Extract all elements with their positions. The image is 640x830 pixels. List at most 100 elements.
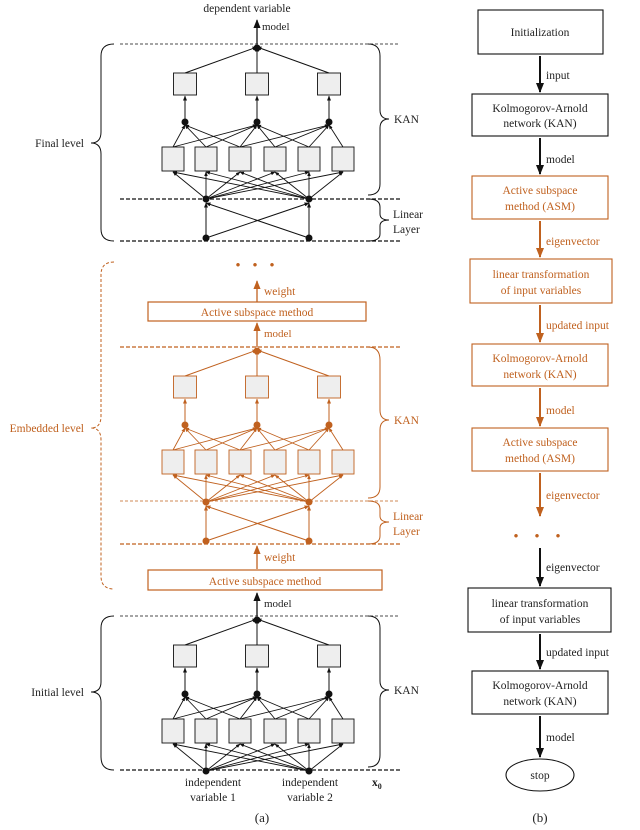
- kan-function-box: [297, 146, 321, 172]
- initial-level-brace: [90, 615, 115, 771]
- panel-b: Initialization input Kolmogorov-Arnold n…: [467, 9, 613, 825]
- kan-edge: [172, 696, 186, 720]
- kan-hidden-node: [253, 690, 261, 698]
- kan-function-box: [161, 146, 185, 172]
- panel-a: dependent variable model Final level KAN…: [10, 3, 424, 825]
- kan-edge: [172, 124, 186, 148]
- kan-edge: [184, 124, 207, 148]
- kan-edge: [205, 474, 241, 503]
- asm-box-2-line1: Active subspace: [502, 437, 577, 449]
- kan-function-box: [173, 72, 197, 96]
- kan-edge: [274, 743, 310, 772]
- kan-edge: [308, 171, 344, 200]
- kan-hidden-node: [325, 690, 333, 698]
- flow-label-model-3: model: [546, 732, 575, 744]
- kan-edge: [205, 171, 310, 200]
- kan-function-box: [161, 718, 185, 744]
- asm-box-1: [471, 175, 609, 220]
- input-1-label-line1: independent: [185, 777, 242, 789]
- embedded-kan-brace: [367, 346, 390, 499]
- bottom-weight-label: weight: [264, 552, 296, 564]
- kan-function-box: [245, 72, 269, 96]
- kan-function-box: [173, 644, 197, 668]
- embedded-linear-label-2: Layer: [393, 526, 420, 538]
- kan-edge: [205, 171, 276, 200]
- bottom-asm-label: Active subspace method: [209, 576, 322, 588]
- kan-input-node: [305, 498, 313, 506]
- embedded-kan-label: KAN: [394, 415, 420, 427]
- dependent-variable-label: dependent variable: [203, 3, 290, 15]
- initial-kan-brace: [367, 615, 390, 768]
- initial-kan-label: KAN: [394, 685, 420, 697]
- kan-box-1: [471, 93, 609, 137]
- kan-input-node: [202, 767, 210, 775]
- kan-edge: [205, 743, 241, 772]
- kan-edge: [308, 427, 330, 451]
- kan-box-3-line2: network (KAN): [503, 696, 576, 708]
- final-linear-label-1: Linear: [393, 209, 423, 221]
- kan-edge: [205, 474, 344, 503]
- kan-function-box: [331, 718, 355, 744]
- kan-input-node: [202, 195, 210, 203]
- kan-edge: [256, 46, 330, 74]
- caption-a: (a): [255, 810, 269, 825]
- kan-edge: [239, 696, 330, 720]
- kan-edge: [239, 696, 258, 720]
- kan-input-node: [202, 498, 210, 506]
- embedded-kan-network: [161, 347, 355, 545]
- kan-function-box: [331, 146, 355, 172]
- kan-edge: [172, 124, 258, 148]
- bottom-asm-box: [147, 569, 383, 591]
- final-kan-network: [161, 44, 355, 242]
- kan-edge: [184, 46, 258, 74]
- flow-ellipsis: • • •: [513, 529, 566, 545]
- kan-function-box: [297, 718, 321, 744]
- kan-edge: [308, 124, 330, 148]
- kan-edge: [328, 124, 344, 148]
- kan-edge: [184, 696, 241, 720]
- flow-label-eig-2: eigenvector: [546, 490, 600, 502]
- final-model-label: model: [262, 21, 290, 33]
- flow-label-upd-2: updated input: [546, 647, 610, 659]
- kan-box-1-line1: Kolmogorov-Arnold: [492, 103, 587, 115]
- lin-box-2: [467, 587, 612, 633]
- kan-edge: [239, 124, 330, 148]
- asm-box-2: [471, 427, 609, 472]
- input-2-label-line1: independent: [282, 777, 339, 789]
- lin-box-1-line2: of input variables: [501, 285, 582, 297]
- lin-box-1-line1: linear transformation: [493, 269, 590, 281]
- final-kan-brace: [367, 43, 390, 196]
- kan-edge: [205, 171, 241, 200]
- kan-function-box: [317, 72, 341, 96]
- kan-output-node: [253, 347, 261, 355]
- kan-edge: [184, 349, 258, 377]
- kan-hidden-node: [253, 421, 261, 429]
- kan-edge: [239, 427, 258, 451]
- kan-box-2-line1: Kolmogorov-Arnold: [492, 353, 587, 365]
- lin-box-1: [469, 258, 613, 304]
- kan-edge: [205, 696, 258, 720]
- kan-function-box: [317, 375, 341, 399]
- kan-function-box: [161, 449, 185, 475]
- embedded-linear-label-1: Linear: [393, 511, 423, 523]
- x0-label: x0: [372, 777, 382, 791]
- kan-edge: [172, 427, 186, 451]
- kan-hidden-node: [181, 118, 189, 126]
- final-kan-label: KAN: [394, 114, 420, 126]
- final-level: Final level KAN Linear Layer: [35, 43, 423, 242]
- kan-edge: [308, 743, 344, 772]
- kan-edge: [205, 474, 276, 503]
- input-1-label-line2: variable 1: [190, 792, 236, 804]
- flow-label-model-1: model: [546, 154, 575, 166]
- final-level-brace: [90, 43, 115, 242]
- kan-edge: [172, 743, 207, 772]
- kan-edge: [274, 474, 310, 503]
- kan-edge: [184, 618, 258, 646]
- kan-function-box: [228, 449, 252, 475]
- flow-label-input: input: [546, 70, 570, 82]
- top-weight-label: weight: [264, 286, 296, 298]
- kan-edge: [172, 474, 207, 503]
- kan-function-box: [194, 146, 218, 172]
- kan-edge: [205, 743, 276, 772]
